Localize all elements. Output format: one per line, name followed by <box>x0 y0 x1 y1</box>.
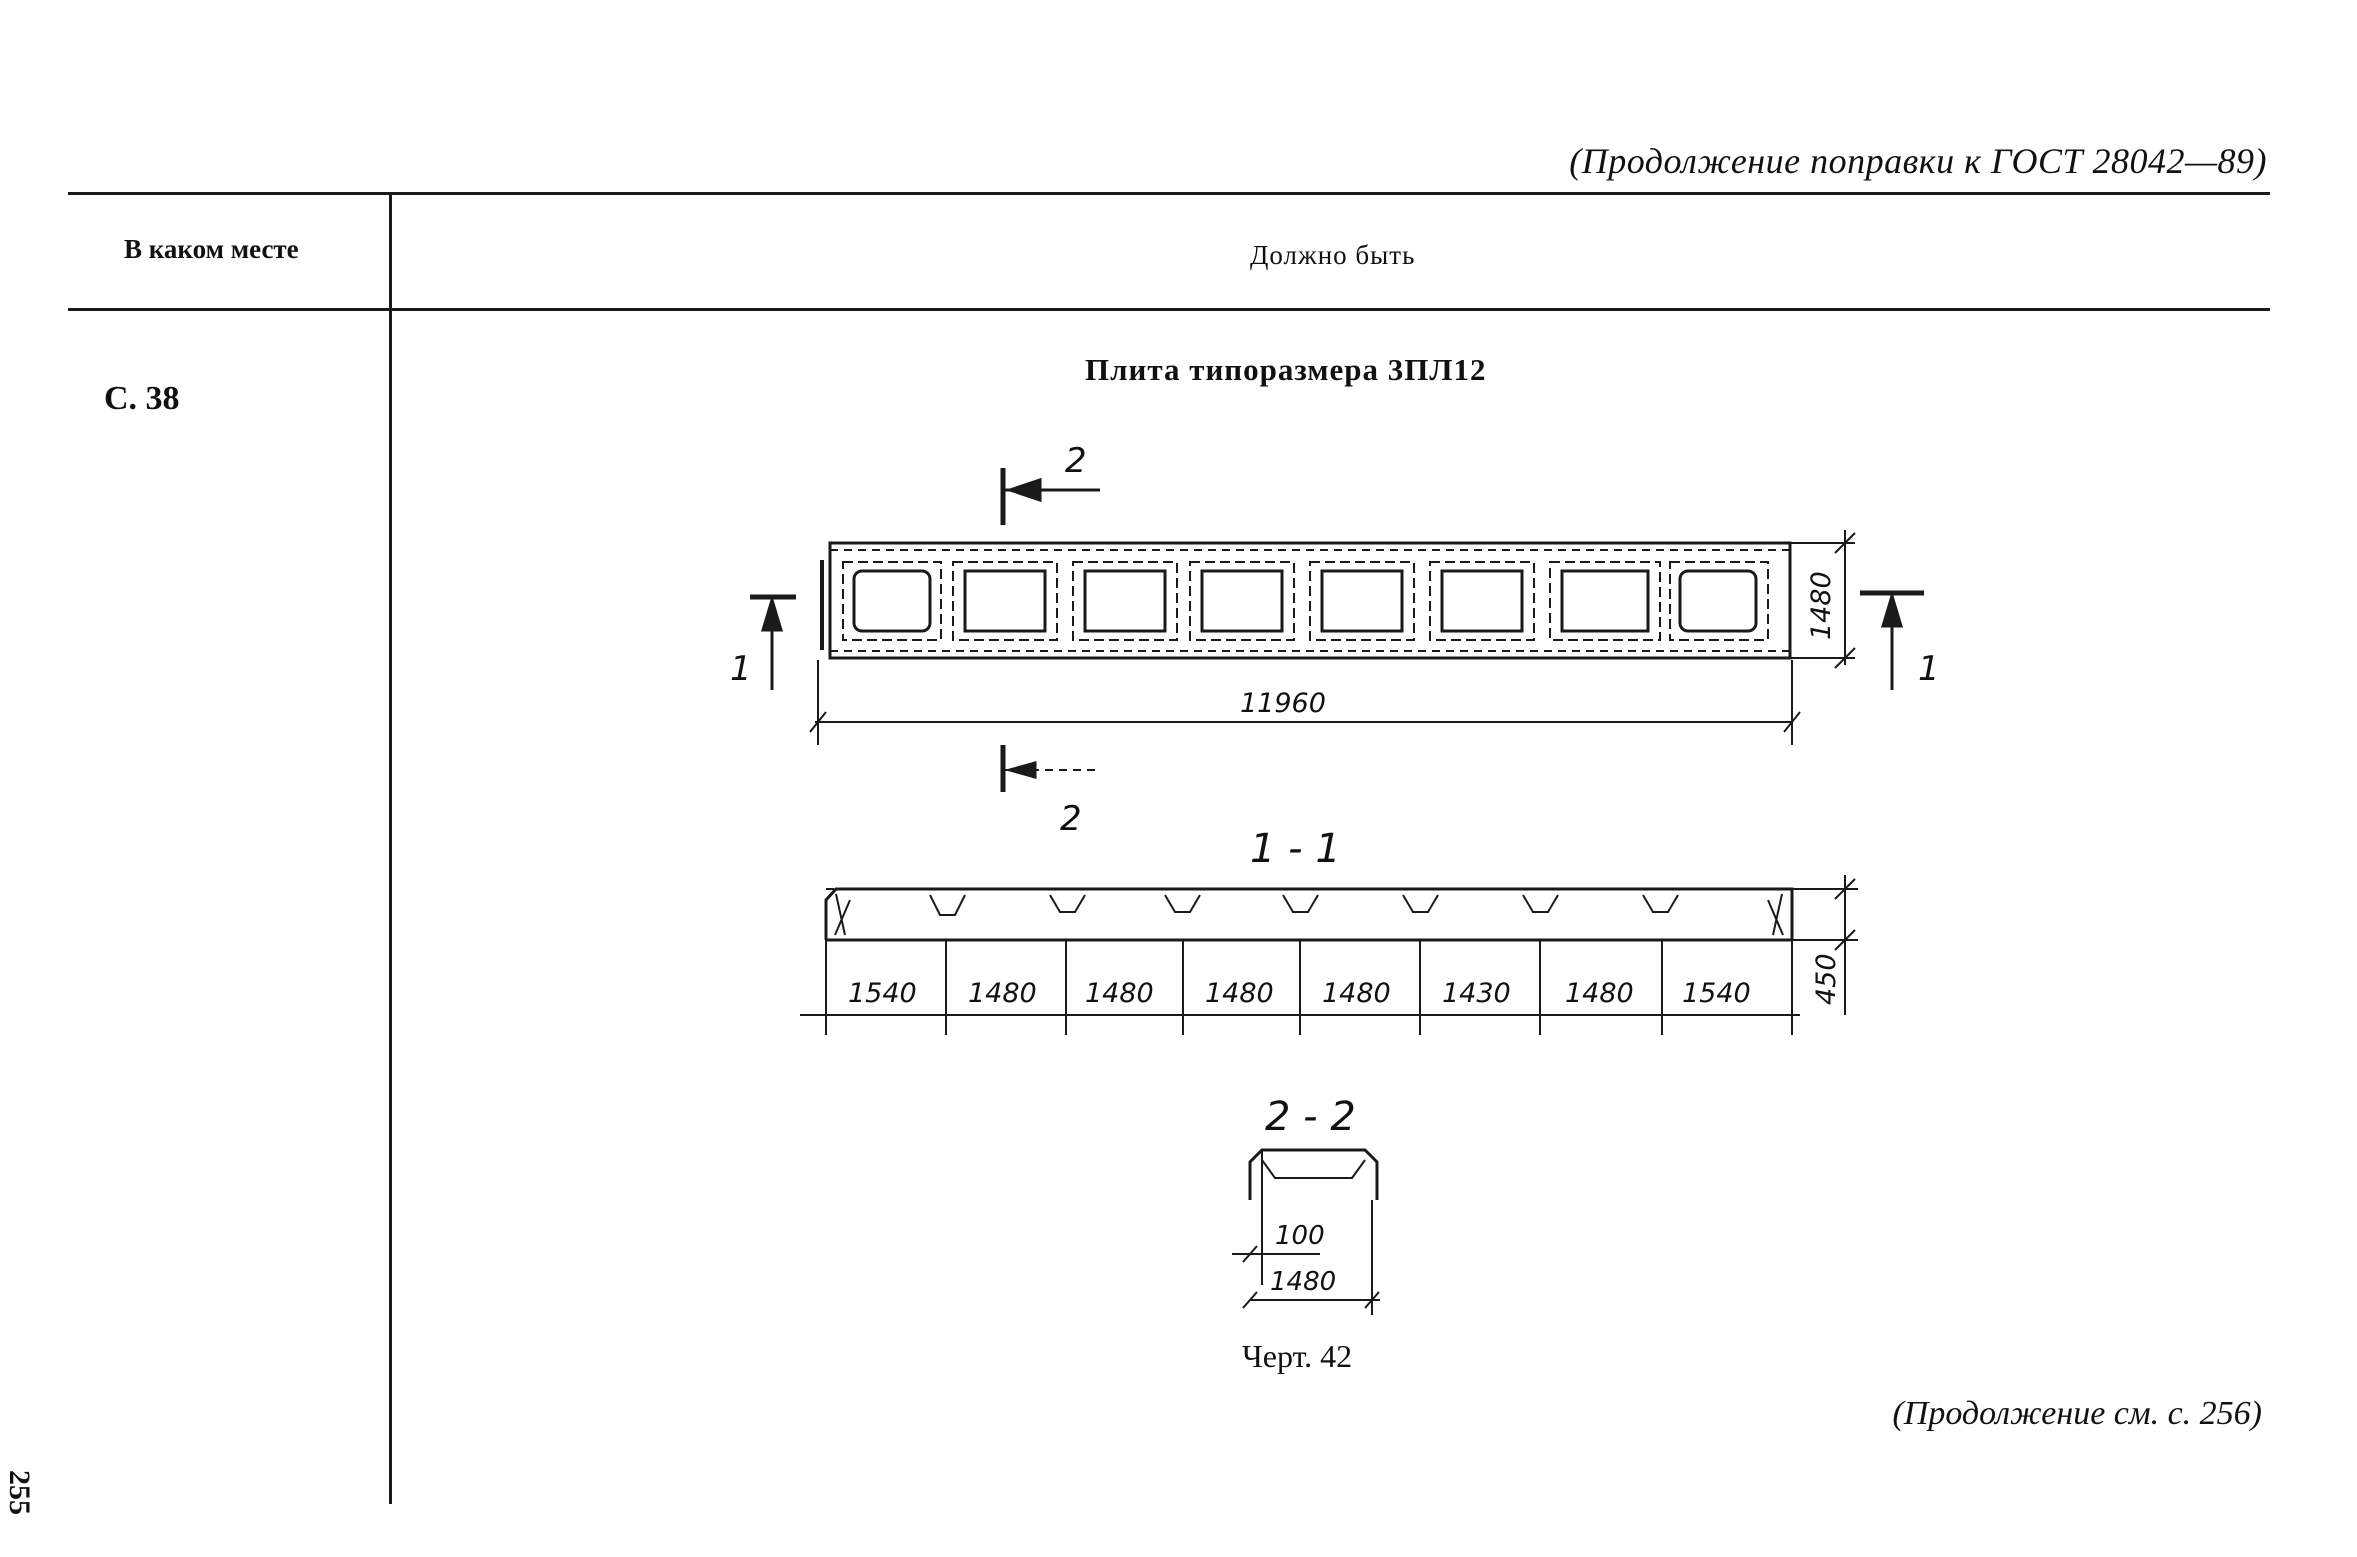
continuation-footer: (Продолжение см. с. 256) <box>1892 1395 2262 1432</box>
plan-cells <box>842 561 1769 641</box>
section-mark-1-left: 1 <box>730 649 752 689</box>
page-reference: С. 38 <box>104 380 180 417</box>
section-mark-2-bottom: 2 <box>1060 799 1082 839</box>
section-2-2-width: 1480 <box>1270 1267 1336 1297</box>
span-label: 1480 <box>1205 978 1274 1009</box>
section-2-2-label: 2 - 2 <box>1265 1094 1356 1140</box>
section-1-1-height: 450 <box>1811 953 1842 1005</box>
span-label: 1480 <box>1565 978 1634 1009</box>
span-label: 1540 <box>848 978 917 1009</box>
column-header-where: В каком месте <box>124 234 299 264</box>
span-label: 1480 <box>1085 978 1154 1009</box>
section-2-2-profile <box>1248 1148 1379 1315</box>
column-header-should-be: Должно быть <box>1250 240 1416 270</box>
table-header-rule <box>68 308 2270 311</box>
span-label: 1480 <box>968 978 1037 1009</box>
page-number: 255 <box>3 1470 36 1515</box>
section-mark-2-top: 2 <box>1065 441 1087 481</box>
section-1-1-label: 1 - 1 <box>1250 826 1341 872</box>
plan-length-dimension: 11960 <box>1240 688 1326 719</box>
continuation-header: (Продолжение поправки к ГОСТ 28042—89) <box>1569 141 2267 181</box>
span-label: 1480 <box>1322 978 1391 1009</box>
section-2-2-rib: 100 <box>1275 1221 1325 1251</box>
plan-width-dimension: 1480 <box>1806 571 1837 640</box>
plan-outline <box>828 541 1792 660</box>
section-1-1-spans: 1540 1480 1480 1480 1480 1430 1480 1540 <box>848 978 1751 1009</box>
span-label: 1430 <box>1442 978 1511 1009</box>
section-mark-1-right: 1 <box>1918 649 1940 689</box>
span-label: 1540 <box>1682 978 1751 1009</box>
drawing-title: Плита типоразмера 3ПЛ12 <box>1085 352 1487 387</box>
table-top-rule <box>68 192 2270 195</box>
section-1-1-profile <box>824 887 1794 942</box>
table-column-divider <box>389 192 392 1504</box>
figure-caption: Черт. 42 <box>1242 1338 1353 1374</box>
